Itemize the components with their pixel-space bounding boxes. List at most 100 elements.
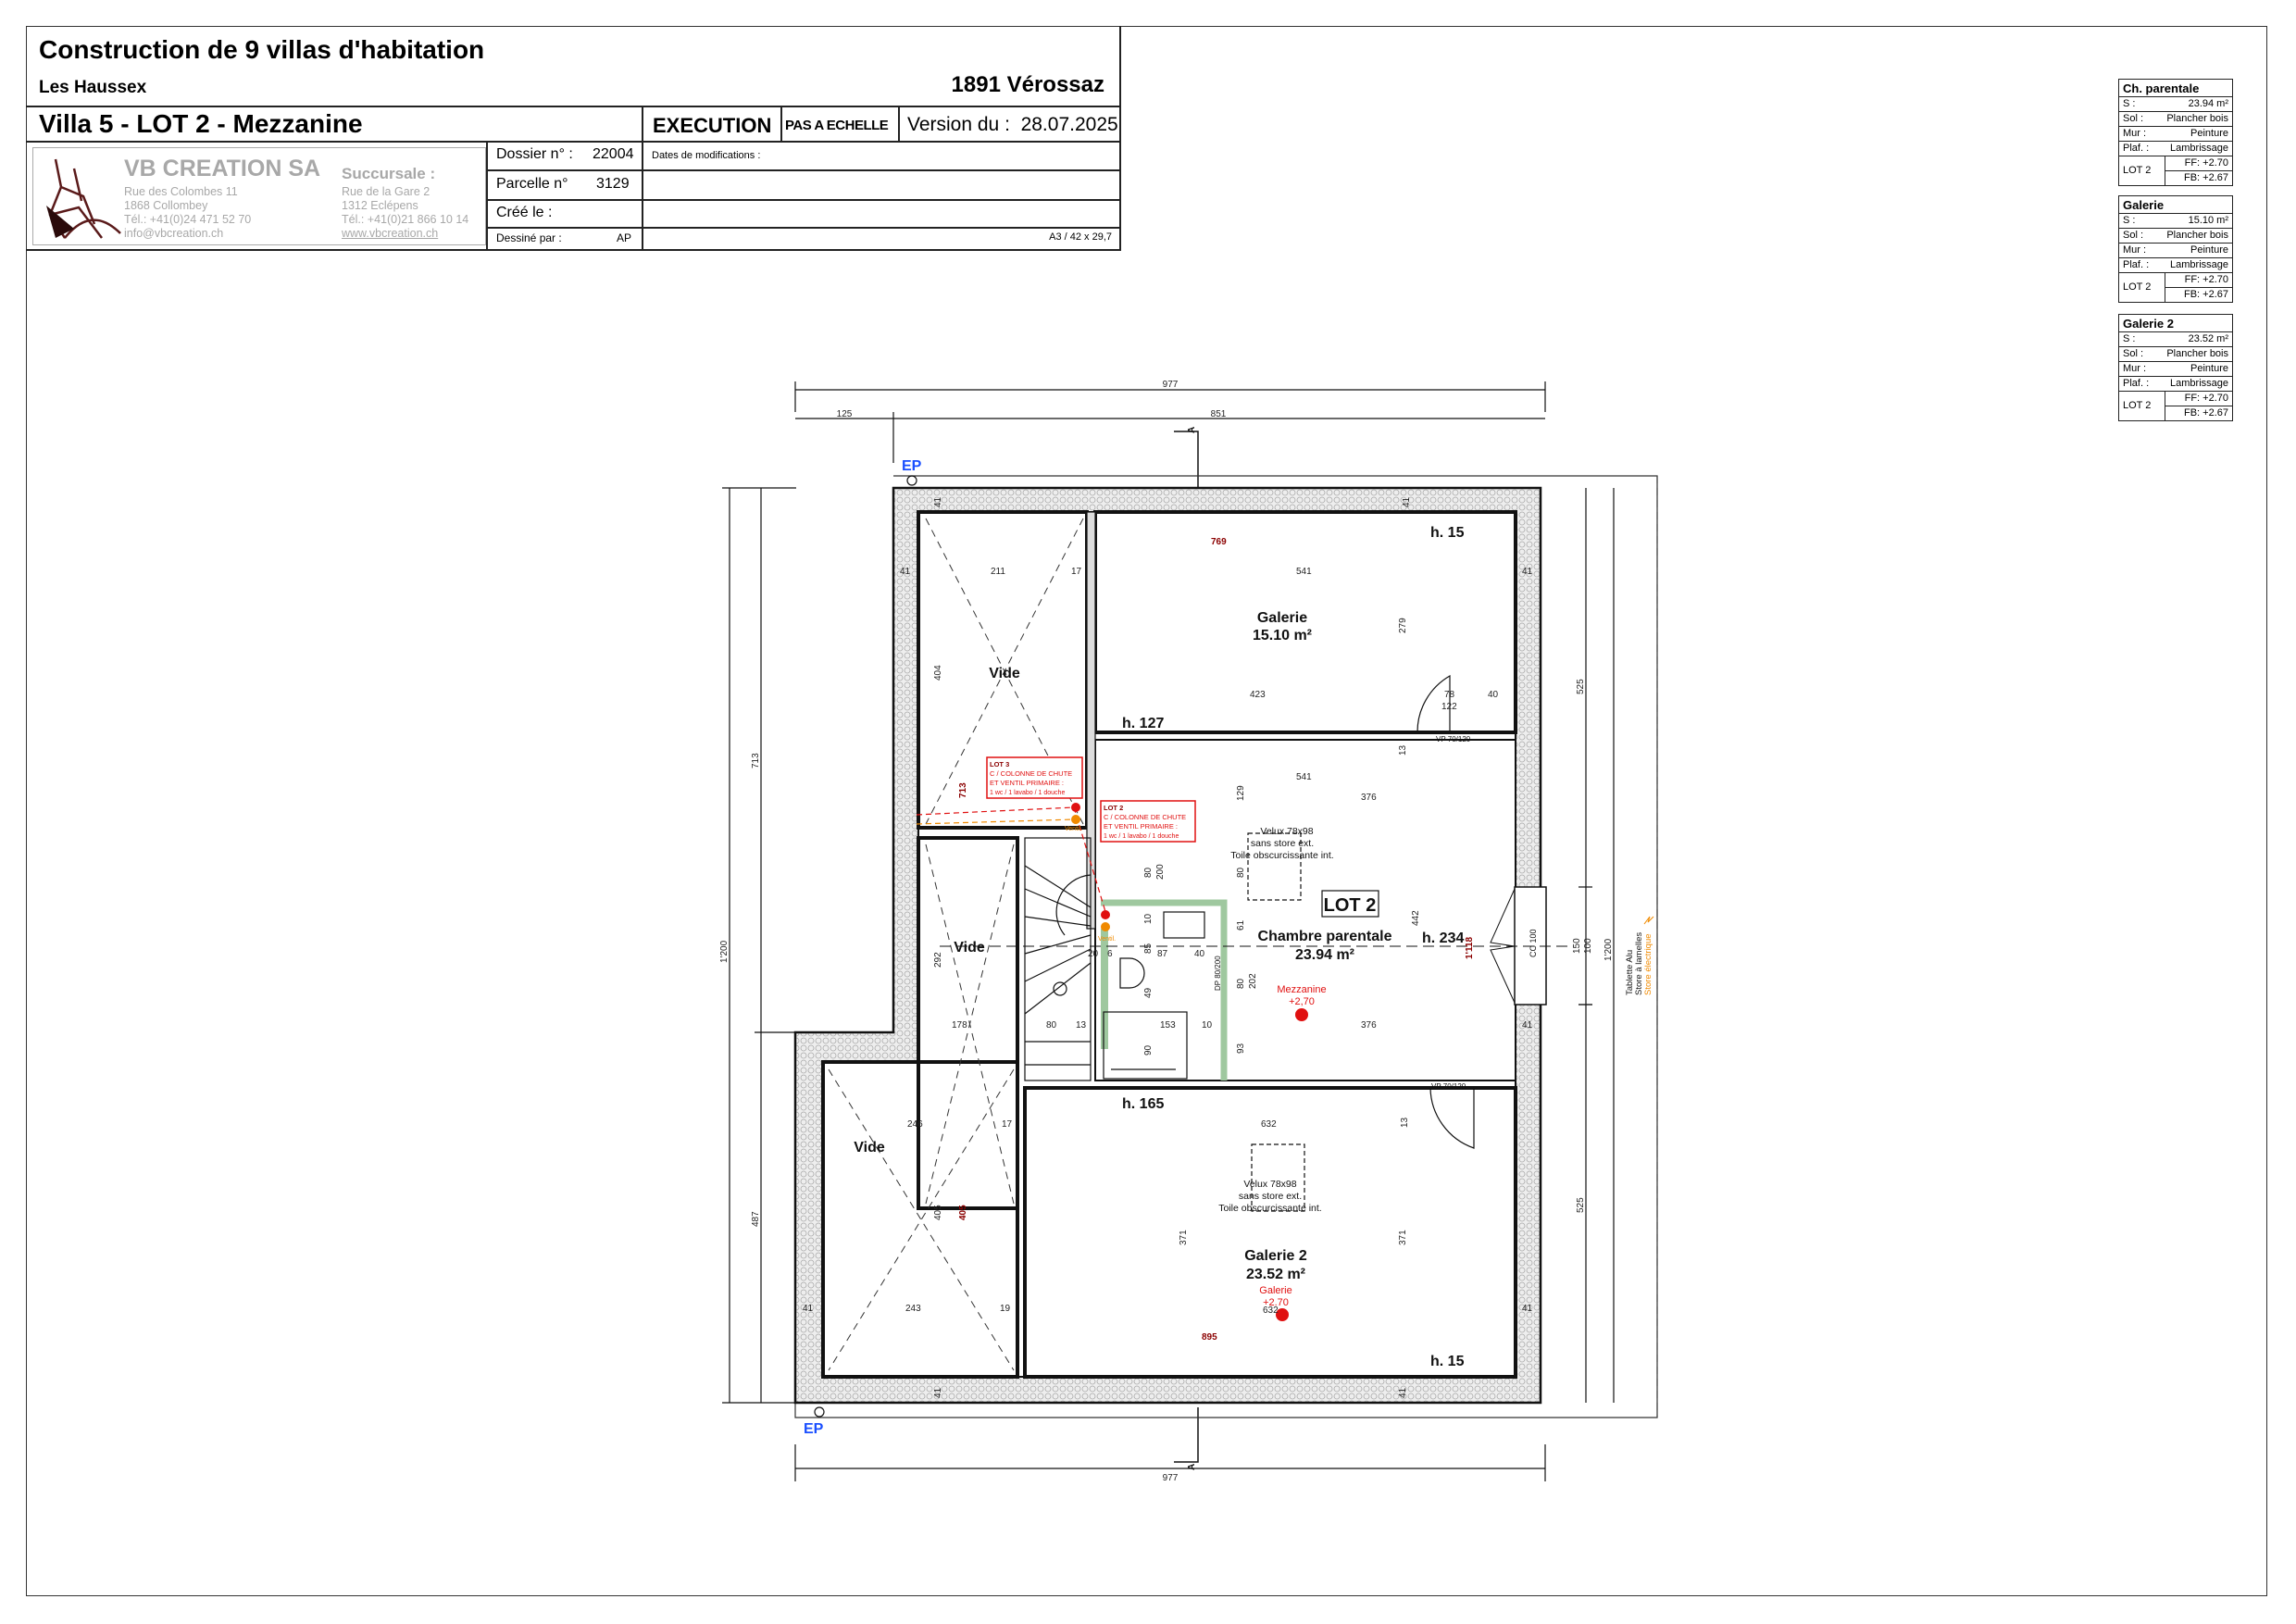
level-name: Mezzanine — [1277, 984, 1326, 995]
dimension-label: 371 — [1398, 1230, 1408, 1245]
dimension-label: 525 — [1576, 1197, 1586, 1213]
fb-value: FB: +2.67 — [2165, 287, 2233, 303]
locality: 1891 Vérossaz — [951, 72, 1104, 97]
dimension-label: 153 — [1160, 1020, 1176, 1031]
company-phone: Tél.: +41(0)24 471 52 70 — [124, 213, 252, 226]
room-table-galerie: Galerie S :15.10 m² Sol :Plancher bois M… — [2117, 195, 2233, 303]
parcelle-label: Parcelle n° — [496, 176, 568, 192]
door-galerie[interactable] — [1416, 674, 1451, 733]
plaf-value: Lambrissage — [2170, 378, 2228, 389]
dimension-label: 20 — [1088, 949, 1099, 959]
shower-icon — [1103, 1011, 1188, 1080]
parcelle-value: 3129 — [596, 176, 630, 192]
plumbing-notes: LOT 3 C / COLONNE DE CHUTE ET VENTIL PRI… — [916, 756, 1196, 943]
door-label: VP 70/120 — [1431, 1082, 1466, 1091]
dimension-label: 80 — [1236, 867, 1246, 878]
note-lot2-line: C / COLONNE DE CHUTE — [1104, 813, 1186, 821]
ventil-label: Ventil. — [1098, 936, 1116, 943]
dimension-label: 90 — [1143, 1044, 1154, 1056]
company-website[interactable]: www.vbcreation.ch — [342, 227, 439, 240]
fb-value: FB: +2.67 — [2165, 170, 2233, 186]
dimension-label: 1'200 — [1603, 938, 1614, 961]
dimension-label: 202 — [1248, 973, 1258, 989]
version-date: 28.07.2025 — [1020, 114, 1118, 135]
dimension-label: 977 — [1163, 1473, 1179, 1483]
dimension-label: 13 — [1400, 1117, 1410, 1128]
ep-label-bottom: EP — [804, 1421, 824, 1437]
room-table-galerie-2: Galerie 2 S :23.52 m² Sol :Plancher bois… — [2117, 314, 2233, 421]
door-galerie2[interactable] — [1429, 1087, 1475, 1149]
mur-value: Peinture — [2190, 244, 2228, 256]
red-dimension: 713 — [958, 782, 968, 798]
plaf-value: Lambrissage — [2170, 259, 2228, 270]
s-label: S : — [2123, 98, 2136, 109]
company-address2: 1868 Collombey — [124, 199, 208, 212]
note-lot3-line: ET VENTIL PRIMAIRE : — [990, 779, 1064, 787]
sol-label: Sol : — [2123, 113, 2144, 124]
level-value: +2,70 — [1289, 996, 1315, 1007]
vent-icon — [1101, 922, 1110, 931]
branch-label: Succursale : — [342, 165, 436, 182]
dimension-label: 49 — [1143, 987, 1154, 998]
door-label: VP 70/120 — [1436, 735, 1471, 743]
dimension-label: 13 — [1076, 1020, 1087, 1031]
velux-text: Toile obscurcissante int. — [1218, 1203, 1321, 1214]
dimension-label: 41 — [1522, 1020, 1533, 1031]
room-area-galerie: 15.10 m² — [1253, 628, 1312, 643]
dimension-label: 85 — [1143, 943, 1154, 954]
dimension-label: 150 — [1572, 938, 1582, 954]
note-lot2-line: ET VENTIL PRIMAIRE : — [1104, 822, 1178, 831]
dimension-label: 10 — [1202, 1020, 1213, 1031]
sol-label: Sol : — [2123, 348, 2144, 359]
dimension-label: 6 — [1107, 949, 1113, 959]
height-label: h. 165 — [1122, 1096, 1164, 1112]
dossier-label: Dossier n° : — [496, 146, 573, 162]
lot-value: LOT 2 — [2117, 391, 2166, 421]
company-name: VB CREATION SA — [124, 156, 321, 181]
velux-text: Toile obscurcissante int. — [1230, 850, 1333, 861]
dimension-label: 13 — [1398, 744, 1408, 756]
dimension-label: 541 — [1296, 772, 1312, 782]
s-label: S : — [2123, 215, 2136, 226]
version-label: Version du : — [907, 114, 1010, 135]
sol-label: Sol : — [2123, 230, 2144, 241]
room-area-galerie2: 23.52 m² — [1246, 1267, 1305, 1282]
dimension-label: 80 — [1143, 867, 1154, 878]
section-marker-bottom — [1174, 1407, 1199, 1463]
red-dimension: 769 — [1211, 537, 1227, 547]
paper-format: A3 / 42 x 29,7 — [1049, 231, 1112, 243]
dimension-label: 713 — [751, 753, 761, 768]
modifications-label: Dates de modifications : — [652, 150, 761, 161]
note-lot3-title: LOT 3 — [990, 760, 1009, 768]
ventil-label: Ventil. — [1065, 826, 1082, 832]
project-title: Construction de 9 villas d'habitation — [39, 35, 485, 64]
lot-value: LOT 2 — [2117, 272, 2166, 303]
dimension-label: 423 — [1250, 690, 1266, 700]
red-dimension: 1'118 — [1465, 936, 1475, 959]
vide-label: Vide — [989, 666, 1020, 681]
toilet-icon — [1119, 957, 1145, 989]
sheet-title: Villa 5 - LOT 2 - Mezzanine — [39, 109, 363, 138]
velux-text: sans store ext. — [1251, 838, 1314, 849]
dimension-label: 40 — [1194, 949, 1205, 959]
company-email[interactable]: info@vbcreation.ch — [124, 227, 224, 240]
room-label-galerie: Galerie — [1257, 610, 1307, 626]
ep-marker-bottom — [814, 1406, 825, 1418]
mur-label: Mur : — [2123, 128, 2147, 139]
s-value: 15.10 m² — [2188, 215, 2228, 226]
branch-phone: Tél.: +41(0)21 866 10 14 — [342, 213, 469, 226]
dimension-label: 292 — [933, 952, 943, 968]
cree-label: Créé le : — [496, 205, 553, 220]
dimension-label: 404 — [933, 665, 943, 681]
dimension-label: 78 — [1444, 690, 1455, 700]
company-address1: Rue des Colombes 11 — [124, 185, 238, 198]
company-logo-icon — [46, 158, 121, 239]
dossier-value: 22004 — [593, 146, 634, 162]
velux-text: Velux 78x98 — [1243, 1179, 1296, 1190]
dimension-label: 541 — [1296, 567, 1312, 577]
sol-value: Plancher bois — [2166, 113, 2228, 124]
red-dimension: 895 — [1202, 1332, 1217, 1343]
height-label: h. 127 — [1122, 716, 1164, 731]
dimension-label: 41 — [933, 1387, 943, 1398]
